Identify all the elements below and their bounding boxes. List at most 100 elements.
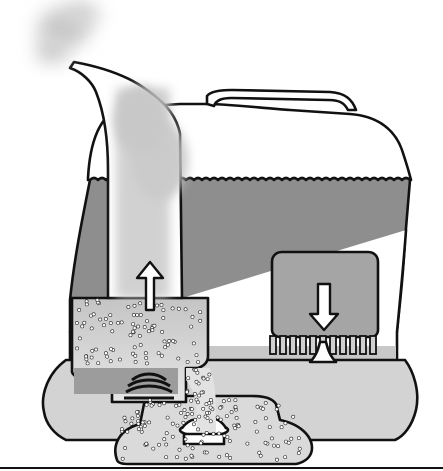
comb-tooth (280, 336, 286, 354)
particle (134, 360, 137, 363)
particle (168, 339, 171, 342)
particle (137, 422, 140, 425)
particle (162, 316, 165, 319)
particle (136, 314, 139, 317)
particle (275, 408, 278, 411)
particle (138, 334, 141, 337)
particle (121, 457, 124, 460)
particle (109, 360, 112, 363)
particle (78, 308, 81, 311)
particle (229, 456, 232, 459)
particle (272, 444, 275, 447)
particle (202, 407, 205, 410)
comb-tooth (340, 336, 346, 354)
particle (202, 377, 205, 380)
particle (209, 398, 212, 401)
particle (206, 378, 209, 381)
particle (157, 352, 160, 355)
particle (110, 348, 113, 351)
particle (139, 313, 142, 316)
particle (163, 438, 166, 441)
particle (156, 304, 159, 307)
particle (284, 456, 287, 459)
particle (132, 323, 135, 326)
particle (151, 328, 154, 331)
particle (94, 348, 97, 351)
particle (158, 443, 161, 446)
particle (84, 355, 87, 358)
particle (90, 327, 93, 330)
particle (264, 401, 267, 404)
mist-plume (36, 2, 100, 64)
particle (209, 406, 212, 409)
particle (162, 309, 165, 312)
particle (197, 361, 200, 364)
particle (217, 432, 220, 435)
particle (225, 415, 228, 418)
particle (192, 423, 195, 426)
particle (275, 458, 278, 461)
particle (131, 417, 134, 420)
particle (206, 417, 209, 420)
particle (160, 303, 163, 306)
particle (141, 421, 144, 424)
particle (145, 403, 148, 406)
particle (90, 356, 93, 359)
comb-tooth (360, 336, 366, 354)
particle (182, 421, 185, 424)
particle (81, 325, 84, 328)
particle (198, 394, 201, 397)
particle (171, 435, 174, 438)
particle (134, 354, 137, 357)
particle (264, 417, 267, 420)
particle (104, 317, 107, 320)
particle (190, 325, 193, 328)
particle (75, 321, 78, 324)
particle (205, 451, 208, 454)
particle (230, 410, 233, 413)
particle (137, 325, 140, 328)
particle (148, 399, 151, 402)
particle (191, 315, 194, 318)
comb-tooth (330, 336, 336, 354)
particle (145, 442, 148, 445)
particle (180, 411, 183, 414)
particle (133, 327, 136, 330)
particle (184, 438, 187, 441)
particle (234, 427, 237, 430)
comb-tooth (350, 336, 356, 354)
particle (199, 442, 202, 445)
particle (111, 330, 114, 333)
particle (184, 457, 187, 460)
particle (172, 339, 175, 342)
particle (228, 439, 231, 442)
particle (225, 454, 228, 457)
particle (135, 411, 138, 414)
particle (237, 425, 240, 428)
particle (163, 402, 166, 405)
particle (144, 352, 147, 355)
particle (175, 404, 178, 407)
particle (195, 368, 198, 371)
particle (127, 305, 130, 308)
particle (280, 426, 283, 429)
particle (166, 416, 169, 419)
particle (177, 307, 180, 310)
particle (165, 443, 168, 446)
particle (92, 313, 95, 316)
particle (186, 444, 189, 447)
particle (178, 448, 181, 451)
particle (165, 432, 168, 435)
particle (199, 319, 202, 322)
particle (146, 320, 149, 323)
particle (235, 416, 238, 419)
particle (139, 343, 142, 346)
particle (186, 360, 189, 363)
particle (132, 313, 135, 316)
particle (292, 415, 295, 418)
particle (161, 330, 164, 333)
particle (145, 362, 148, 365)
particle (104, 352, 107, 355)
particle (226, 436, 229, 439)
particle (194, 418, 197, 421)
